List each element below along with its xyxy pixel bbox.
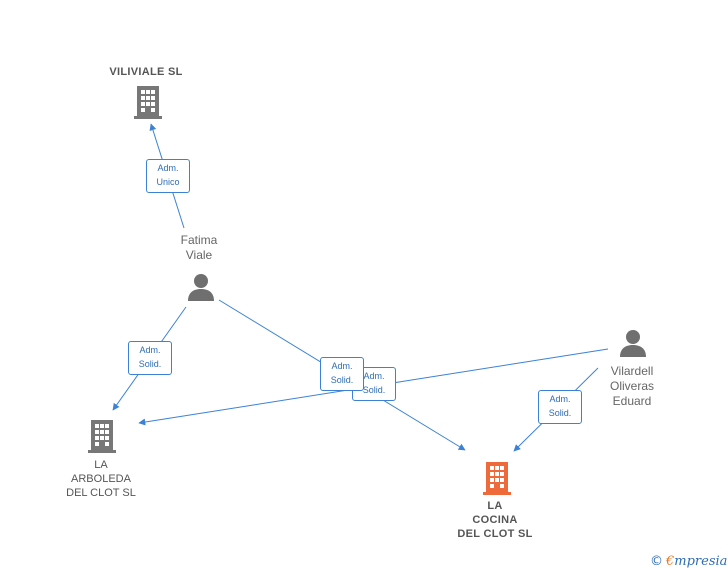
person-label-line: Vilardell	[610, 364, 654, 378]
role-line: Solid.	[138, 359, 162, 369]
company-label-la-arboleda[interactable]: LA ARBOLEDA DEL CLOT SL	[46, 458, 156, 500]
person-label-line: Oliveras	[609, 379, 654, 393]
person-icon[interactable]	[618, 328, 648, 358]
role-box-adm-solid[interactable]: Adm. Solid.	[128, 341, 172, 375]
company-label-line: ARBOLEDA	[71, 473, 131, 485]
company-label-line: COCINA	[472, 514, 518, 526]
building-icon[interactable]	[133, 84, 163, 120]
person-label-fatima-viale[interactable]: Fatima Viale	[159, 233, 239, 263]
brand-initial: €	[666, 554, 675, 569]
role-line: Adm.	[363, 371, 385, 381]
empresia-logo: ©€mpresia	[650, 554, 727, 569]
role-box-adm-solid[interactable]: Adm. Solid.	[538, 390, 582, 424]
role-line: Unico	[156, 177, 180, 187]
company-label-line: DEL CLOT SL	[457, 528, 533, 540]
role-line: Adm.	[331, 361, 353, 371]
person-label-line: Fatima	[180, 233, 218, 247]
role-box-adm-solid[interactable]: Adm. Solid.	[320, 357, 364, 391]
role-line: Adm.	[549, 394, 571, 404]
role-line: Adm.	[139, 345, 161, 355]
company-label-la-cocina[interactable]: LA COCINA DEL CLOT SL	[440, 499, 550, 541]
role-line: Solid.	[548, 408, 572, 418]
copyright-symbol: ©	[650, 554, 663, 569]
role-line: Solid.	[362, 385, 386, 395]
role-box-adm-unico[interactable]: Adm. Unico	[146, 159, 190, 193]
role-line: Solid.	[330, 375, 354, 385]
brand-name: mpresia	[674, 554, 728, 569]
company-label-line: LA	[487, 500, 503, 512]
building-icon[interactable]	[482, 460, 512, 496]
company-label-line: DEL CLOT SL	[66, 487, 136, 499]
building-icon[interactable]	[87, 418, 117, 454]
role-line: Adm.	[157, 163, 179, 173]
company-label-line: LA	[94, 459, 108, 471]
person-label-vilardell-oliveras-eduard[interactable]: Vilardell Oliveras Eduard	[592, 364, 672, 409]
person-label-line: Viale	[185, 248, 213, 262]
person-icon[interactable]	[186, 272, 216, 302]
person-label-line: Eduard	[612, 394, 652, 408]
company-label-viliviale[interactable]: VILIVIALE SL	[109, 66, 183, 78]
